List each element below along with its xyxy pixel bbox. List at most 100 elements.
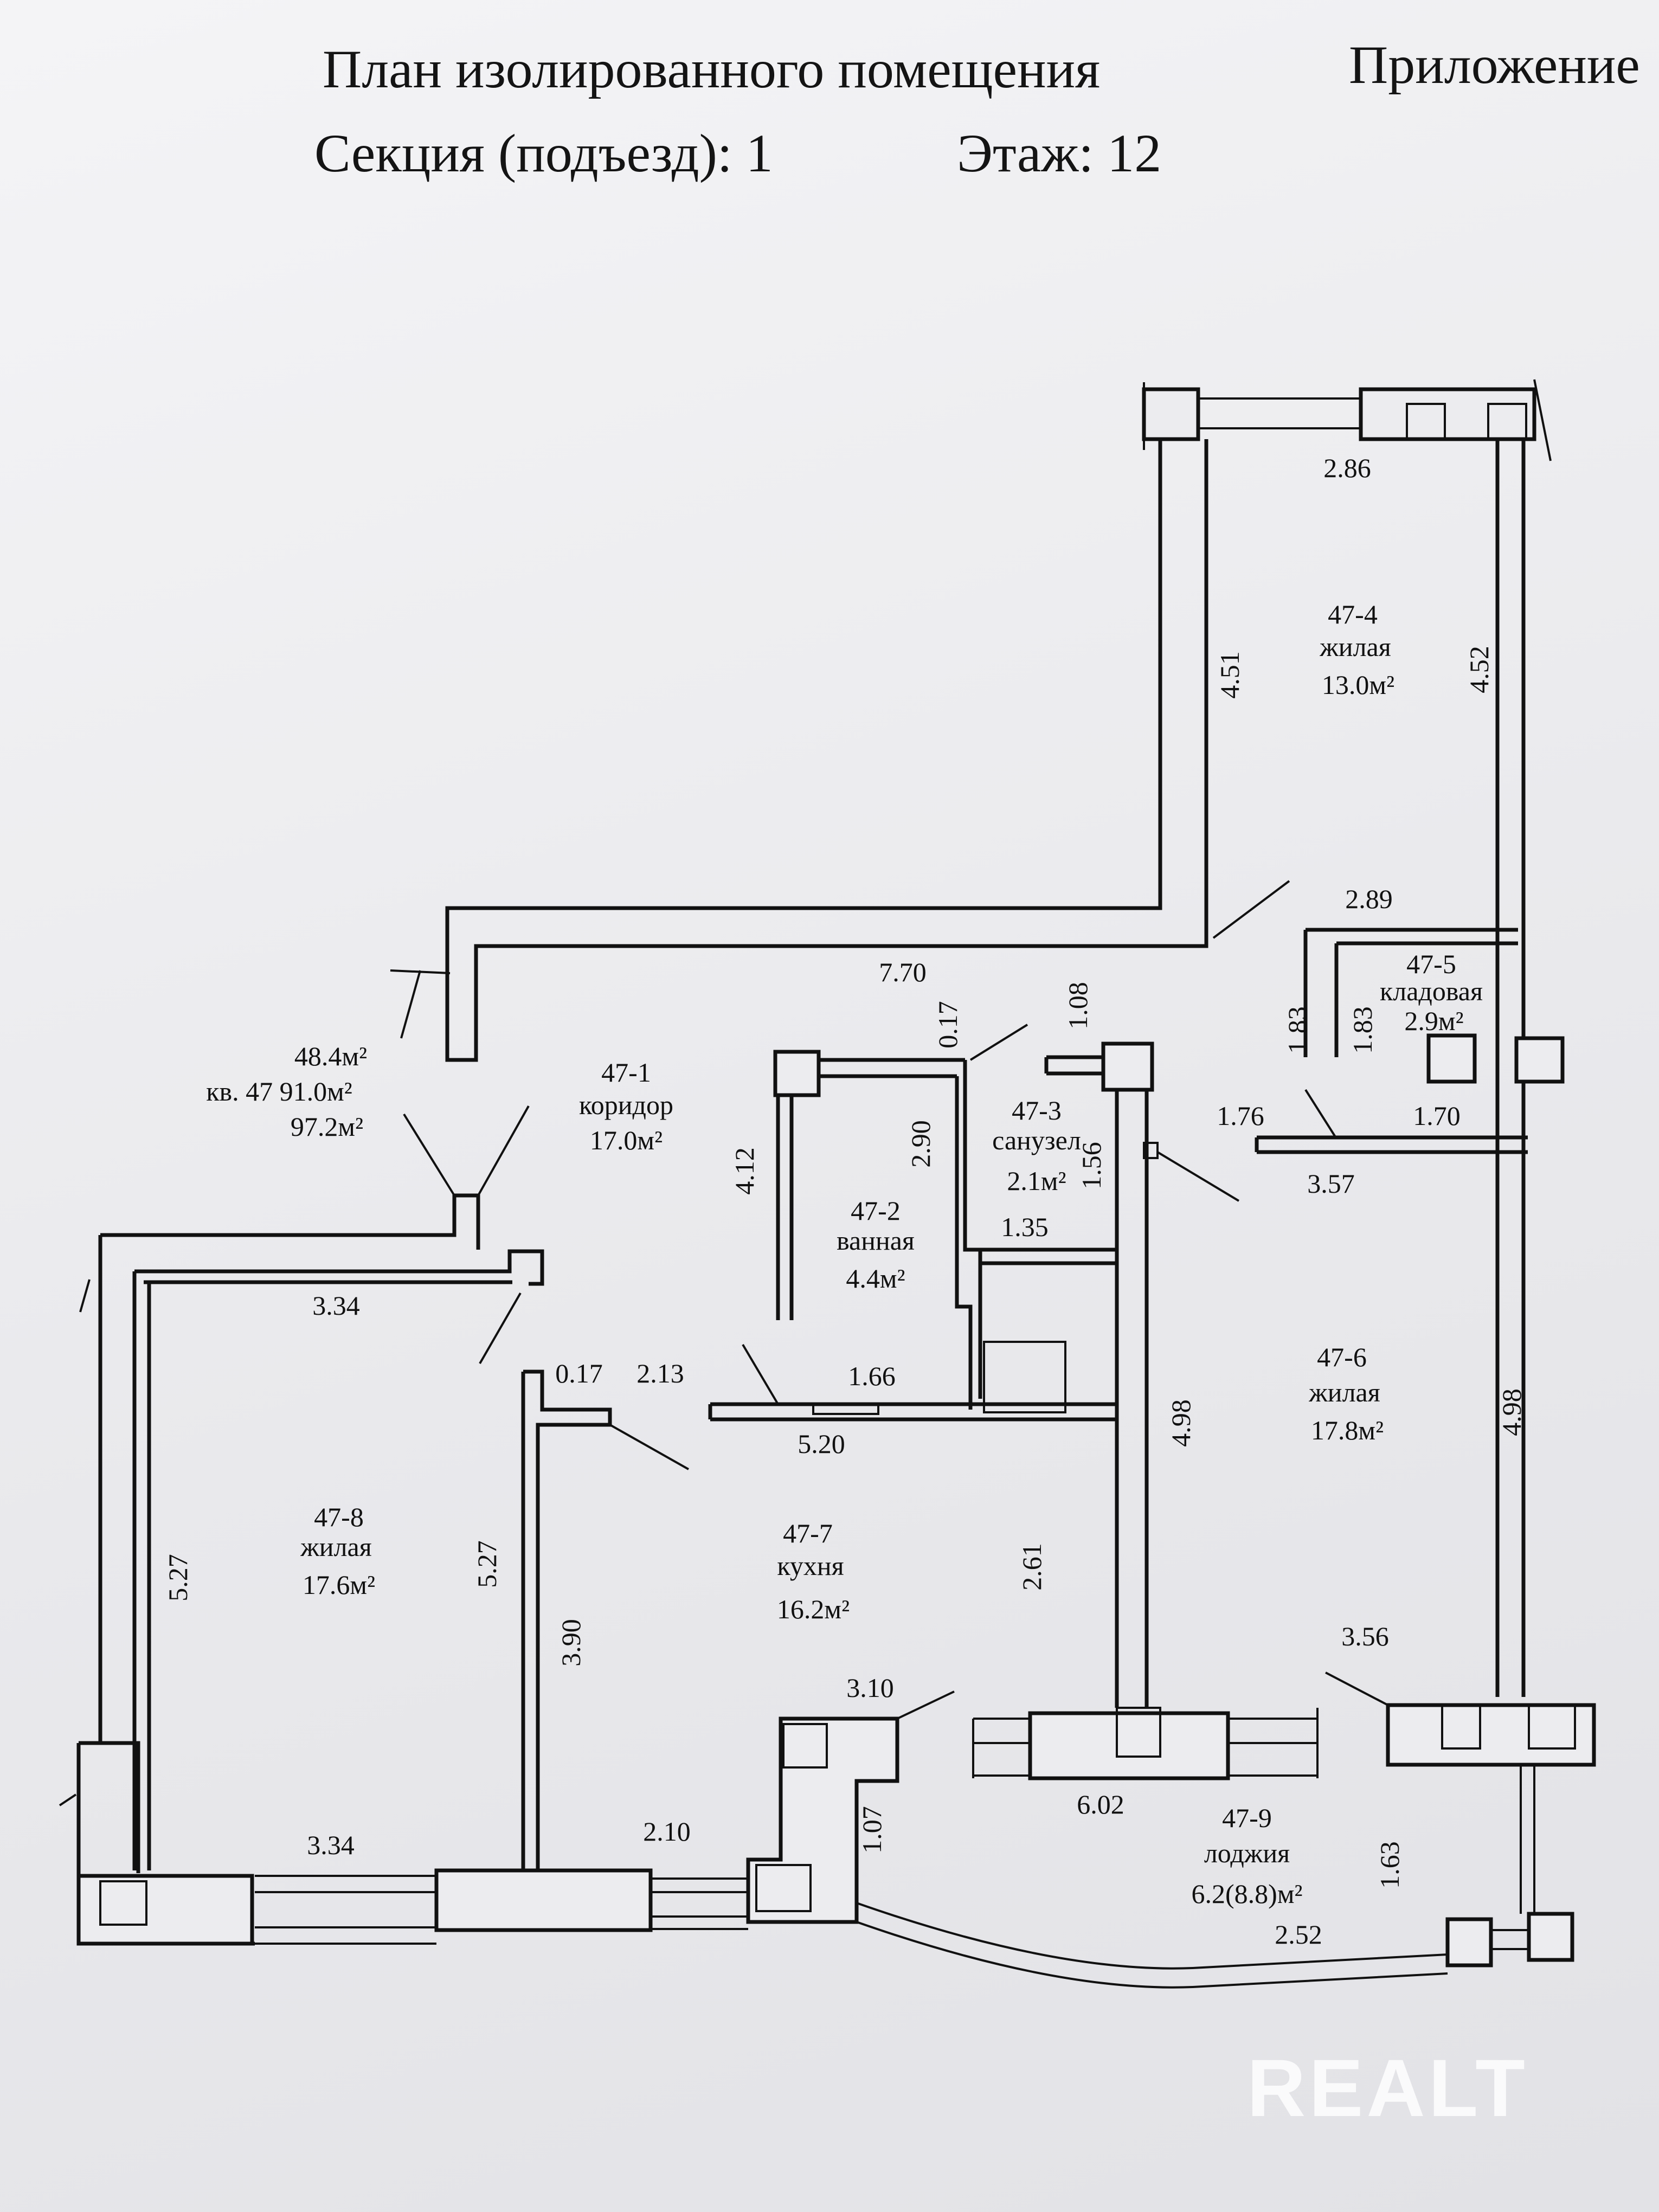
svg-text:47-4: 47-4 [1328,599,1378,629]
svg-text:17.8м²: 17.8м² [1311,1415,1384,1445]
svg-text:47-1: 47-1 [601,1057,651,1088]
svg-text:47-8: 47-8 [314,1502,364,1532]
living-area: 48.4м² [294,1041,367,1071]
svg-text:1.35: 1.35 [1001,1212,1049,1242]
svg-text:1.70: 1.70 [1413,1101,1461,1131]
svg-text:47-9: 47-9 [1222,1803,1272,1833]
svg-text:4.4м²: 4.4м² [846,1263,905,1294]
walls [59,379,1596,1989]
svg-text:4.98: 4.98 [1496,1388,1527,1436]
window-line [651,1877,748,1930]
room-labels: 47-1 коридор 17.0м² 47-2 ванная 4.4м² 47… [300,599,1483,1909]
column [1528,1704,1576,1750]
svg-text:4.98: 4.98 [1166,1399,1196,1447]
column [1527,1912,1574,1962]
svg-text:2.52: 2.52 [1275,1919,1322,1950]
svg-text:47-6: 47-6 [1317,1342,1367,1372]
appendix-label: Приложение [1349,35,1640,95]
ventilation [812,1403,879,1415]
svg-text:1.83: 1.83 [1282,1006,1313,1054]
column [755,1864,812,1912]
room-47-4: 47-4 жилая 13.0м² [1319,599,1394,700]
wall-kitchen-left [521,1369,612,1876]
wall-bathroom [776,1058,965,1320]
column [1514,1036,1565,1084]
realt-watermark: REALT [1247,2042,1528,2133]
wall-pier [76,1874,254,1946]
room-47-1: 47-1 коридор 17.0м² [579,1057,673,1155]
svg-text:5.20: 5.20 [798,1429,845,1459]
total-area: кв. 47 91.0м² [206,1076,352,1107]
svg-text:лоджия: лоджия [1204,1838,1290,1868]
svg-text:4.52: 4.52 [1464,646,1494,693]
svg-text:47-3: 47-3 [1012,1095,1062,1126]
column [1101,1041,1154,1092]
svg-text:5.27: 5.27 [163,1554,193,1602]
room-47-9: 47-9 лоджия 6.2(8.8)м² [1192,1803,1303,1909]
svg-text:6.2(8.8)м²: 6.2(8.8)м² [1192,1879,1303,1909]
wall-pier [1359,387,1536,441]
svg-text:3.34: 3.34 [312,1290,360,1321]
svg-text:санузел: санузел [992,1125,1081,1155]
svg-text:5.27: 5.27 [472,1540,502,1588]
svg-text:47-7: 47-7 [783,1518,833,1548]
wall-storage [1303,928,1518,1057]
svg-text:16.2м²: 16.2м² [777,1594,850,1624]
wall-storage-bottom [1255,1135,1528,1154]
svg-text:ванная: ванная [837,1225,915,1256]
svg-text:47-5: 47-5 [1406,949,1456,979]
svg-text:1.07: 1.07 [857,1806,887,1854]
svg-text:47-2: 47-2 [851,1195,901,1226]
room-47-7: 47-7 кухня 16.2м² [777,1518,850,1624]
column [99,1880,147,1926]
svg-text:3.56: 3.56 [1341,1621,1389,1651]
wall-pier [434,1868,653,1932]
apartment-summary: 48.4м² кв. 47 91.0м² 97.2м² [206,1041,367,1142]
svg-text:2.1м²: 2.1м² [1007,1166,1066,1196]
area-with-loggia: 97.2м² [291,1111,363,1142]
svg-text:13.0м²: 13.0м² [1322,670,1394,700]
svg-text:0.17: 0.17 [555,1358,603,1388]
column [1445,1917,1493,1967]
room-47-6: 47-6 жилая 17.8м² [1308,1342,1384,1445]
wall-pier [1386,1703,1596,1767]
wall-toilet [980,1090,1149,1708]
window-line [972,1718,1030,1778]
wall-pier [1142,387,1200,441]
column [773,1050,821,1097]
plan-title: План изолированного помещения [323,39,1101,99]
dimensions: 2.86 4.51 4.52 2.89 7.70 0.17 1.08 1.83 … [163,453,1527,1950]
window-line [255,1875,436,1945]
wall-bathroom-toilet [955,1060,982,1410]
svg-text:2.9м²: 2.9м² [1404,1006,1463,1036]
svg-text:1.08: 1.08 [1063,982,1093,1030]
svg-text:1.63: 1.63 [1374,1841,1405,1889]
room-47-8: 47-8 жилая 17.6м² [300,1502,375,1600]
shaft [1426,1033,1477,1084]
svg-text:3.57: 3.57 [1307,1168,1355,1199]
door-swings [403,880,1388,1720]
svg-text:1.83: 1.83 [1347,1006,1378,1054]
svg-text:кладовая: кладовая [1380,976,1483,1006]
room-47-5: 47-5 кладовая 2.9м² [1380,949,1483,1036]
svg-text:жилая: жилая [300,1532,371,1562]
room-47-2: 47-2 ванная 4.4м² [837,1195,915,1294]
svg-text:жилая: жилая [1308,1377,1380,1407]
svg-text:0.17: 0.17 [933,1001,963,1049]
svg-text:3.10: 3.10 [846,1673,894,1703]
room-47-3: 47-3 санузел 2.1м² [992,1095,1081,1196]
svg-text:1.76: 1.76 [1217,1101,1264,1131]
section-label: Секция (подъезд): 1 [314,123,773,183]
svg-text:1.56: 1.56 [1076,1142,1107,1189]
svg-text:коридор: коридор [579,1090,673,1120]
column [1116,1707,1161,1758]
svg-text:2.86: 2.86 [1323,453,1371,483]
column [782,1723,828,1769]
svg-text:3.34: 3.34 [307,1830,355,1860]
svg-text:2.89: 2.89 [1345,884,1393,914]
svg-text:7.70: 7.70 [879,957,927,987]
svg-text:17.0м²: 17.0м² [590,1125,663,1155]
svg-text:кухня: кухня [777,1551,844,1581]
